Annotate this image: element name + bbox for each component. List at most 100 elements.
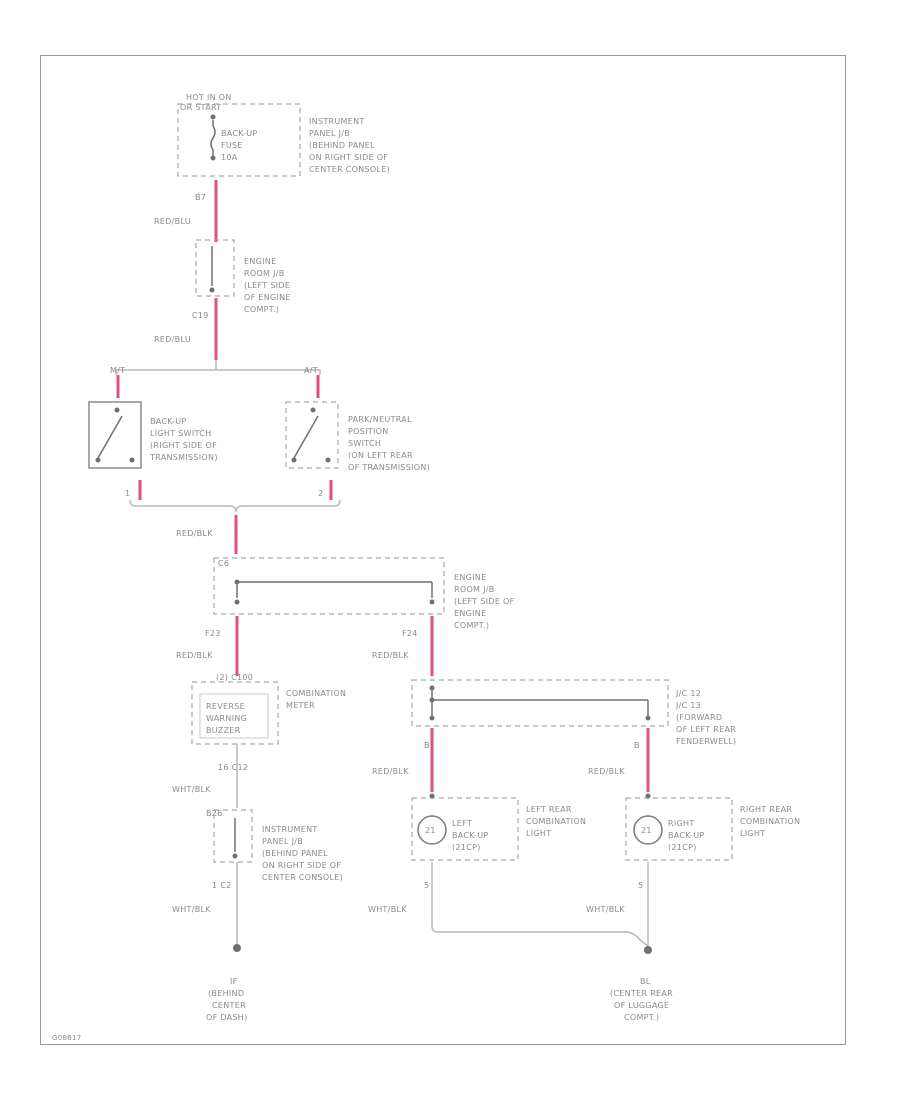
wire-label-red-blu-2: RED/BLU xyxy=(154,335,191,344)
jc-box xyxy=(411,679,669,727)
ip-jb-desc-4: CENTER CONSOLE) xyxy=(309,165,390,174)
right-lamp-0: RIGHT xyxy=(668,819,695,828)
pn-switch-dot-top xyxy=(310,407,316,413)
engine-jb-2-desc-2: (LEFT SIDE OF xyxy=(454,597,515,606)
hot-label-1: HOT IN ON xyxy=(186,93,232,102)
switch-pin-2: 2 xyxy=(318,489,323,498)
pn-desc-3: (ON LEFT REAR xyxy=(348,451,413,460)
ground-2-desc-2: COMPT.) xyxy=(624,1013,659,1022)
right-bulb-icon xyxy=(633,815,663,845)
left-desc-2: LIGHT xyxy=(526,829,551,838)
buzzer-label-0: REVERSE xyxy=(206,702,245,711)
right-bulb-sym: 21 xyxy=(641,826,652,835)
jc-left-pin: B xyxy=(424,741,430,750)
meter-desc-1: METER xyxy=(286,701,315,710)
engine-jb-2-box xyxy=(213,557,445,615)
ip-jb-desc-2: (BEHIND PANEL xyxy=(309,141,375,150)
wire-label-red-blk-4: RED/BLK xyxy=(372,767,409,776)
ground-1-desc-1: CENTER xyxy=(212,1001,246,1010)
right-desc-1: COMBINATION xyxy=(740,817,800,826)
left-desc-0: LEFT REAR xyxy=(526,805,572,814)
ground-1-id: IF xyxy=(230,977,238,986)
switch-pin-1: 1 xyxy=(125,489,130,498)
fuse-label-3: 10A xyxy=(221,153,238,162)
wire-wht-blk-left-ground xyxy=(431,862,649,947)
left-lamp-2: (21CP) xyxy=(452,843,481,852)
ground-2-id: BL xyxy=(640,977,651,986)
fuse-icon xyxy=(210,120,216,156)
meter-desc-0: COMBINATION xyxy=(286,689,346,698)
backup-desc-3: TRANSMISSION) xyxy=(149,453,218,462)
wire-label-red-blk-2: RED/BLK xyxy=(176,651,213,660)
pin-f24: F24 xyxy=(402,629,418,638)
pin-c19: C19 xyxy=(192,311,209,320)
fuse-bottom-dot xyxy=(210,155,216,161)
buzzer-label-1: WARNING xyxy=(206,714,247,723)
pn-switch-dot-left xyxy=(291,457,297,463)
pn-switch-dot-right xyxy=(325,457,331,463)
engine-jb-2-dot-2 xyxy=(234,599,240,605)
ip-jb-2-box xyxy=(213,809,253,863)
pn-switch-box xyxy=(285,401,339,469)
engine-jb-2-top-pin: C6 xyxy=(218,559,229,568)
left-lamp-0: LEFT xyxy=(452,819,472,828)
pin-f23: F23 xyxy=(205,629,221,638)
backup-switch-icon xyxy=(97,415,123,459)
left-light-pin: 5 xyxy=(424,881,429,890)
jc-desc-4: FENDERWELL) xyxy=(676,737,736,746)
right-lamp-2: (21CP) xyxy=(668,843,697,852)
fuse-top-dot xyxy=(210,114,216,120)
engine-jb-1-desc-2: (LEFT SIDE xyxy=(244,281,290,290)
pn-desc-1: POSITION xyxy=(348,427,389,436)
jc-right-pin: B xyxy=(634,741,640,750)
fuse-label-2: FUSE xyxy=(221,141,243,150)
left-bulb-icon xyxy=(417,815,447,845)
engine-jb-2-desc-4: COMPT.) xyxy=(454,621,489,630)
ip-jb-2-dot xyxy=(232,853,238,859)
ground-2-desc-1: OF LUGGAGE xyxy=(614,1001,669,1010)
engine-jb-2-desc-3: ENGINE xyxy=(454,609,486,618)
backup-switch-box xyxy=(88,401,142,469)
ip-jb-desc-1: PANEL J/B xyxy=(309,129,350,138)
right-light-pin: 5 xyxy=(638,881,643,890)
left-bulb-sym: 21 xyxy=(425,826,436,835)
pn-switch-icon xyxy=(293,415,319,459)
ip-jb-desc-0: INSTRUMENT xyxy=(309,117,365,126)
ip-jb-2-bottom-pin: 1 C2 xyxy=(212,881,232,890)
left-light-dot-top xyxy=(429,793,435,799)
wire-label-red-blk-3: RED/BLK xyxy=(372,651,409,660)
ip-jb-desc-3: ON RIGHT SIDE OF xyxy=(309,153,388,162)
ground-2-icon xyxy=(644,946,652,954)
engine-jb-1-desc-0: ENGINE xyxy=(244,257,276,266)
wire-label-red-blk-5: RED/BLK xyxy=(588,767,625,776)
ground-1-desc-0: (BEHIND xyxy=(208,989,244,998)
footer-code: G08617 xyxy=(52,1034,82,1042)
backup-desc-0: BACK-UP xyxy=(150,417,186,426)
meter-top-pin: (2) C100 xyxy=(216,673,253,682)
wire-label-wht-blk-4: WHT/BLK xyxy=(586,905,625,914)
ip-jb-2-desc-4: CENTER CONSOLE) xyxy=(262,873,343,882)
engine-jb-1-desc-1: ROOM J/B xyxy=(244,269,285,278)
wire-label-red-blk-1: RED/BLK xyxy=(176,529,213,538)
jc-dot-3 xyxy=(429,715,435,721)
right-lamp-1: BACK-UP xyxy=(668,831,704,840)
fuse-label-1: BACK-UP xyxy=(221,129,257,138)
ground-1-desc-2: OF DASH) xyxy=(206,1013,248,1022)
ip-jb-2-top-pin: B26 xyxy=(206,809,223,818)
hot-label-2: OR START xyxy=(180,103,221,112)
merge-brace xyxy=(129,499,341,513)
buzzer-label-2: BUZZER xyxy=(206,726,241,735)
right-light-dot-top xyxy=(645,793,651,799)
engine-jb-2-desc-0: ENGINE xyxy=(454,573,486,582)
wire-label-wht-blk-1: WHT/BLK xyxy=(172,785,211,794)
ip-jb-box xyxy=(177,103,301,177)
backup-switch-dot-left xyxy=(95,457,101,463)
engine-jb-1-desc-3: OF ENGINE xyxy=(244,293,291,302)
split-bar xyxy=(115,369,321,375)
wire-label-wht-blk-2: WHT/BLK xyxy=(172,905,211,914)
left-lamp-1: BACK-UP xyxy=(452,831,488,840)
mt-label: M/T xyxy=(110,366,125,375)
pn-desc-2: SWITCH xyxy=(348,439,381,448)
engine-jb-1-desc-4: COMPT.) xyxy=(244,305,279,314)
